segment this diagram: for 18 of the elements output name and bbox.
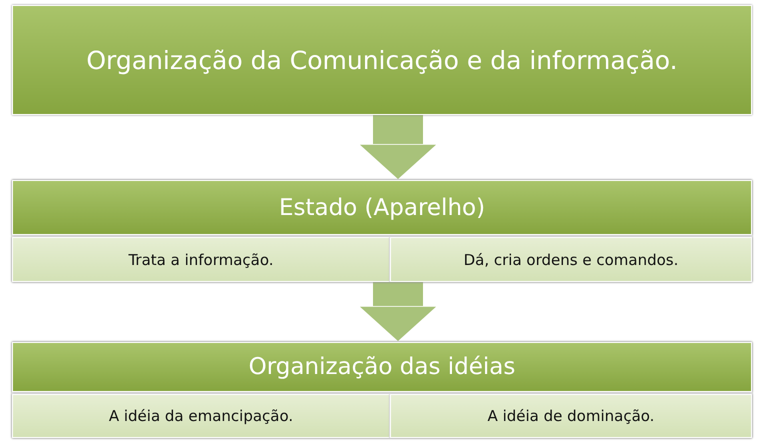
node-label: A idéia de dominação. [488, 407, 654, 425]
section-block [12, 342, 752, 438]
node-label: Dá, cria ordens e comandos. [464, 250, 678, 268]
section-block [12, 180, 752, 282]
block-arrow [357, 282, 439, 343]
block-arrow [357, 115, 439, 181]
content-box [390, 237, 752, 282]
header-band [12, 180, 752, 235]
node-label: Organização das idéias [248, 354, 516, 380]
node-label: Organização da Comunicação e da informação. [86, 46, 678, 74]
content-box [390, 394, 752, 438]
node-label: A idéia da emancipação. [108, 407, 294, 425]
node-label: Estado (Aparelho) [278, 194, 486, 220]
content-box [12, 237, 390, 282]
header-band [12, 342, 752, 392]
content-box [12, 394, 390, 438]
header-band [12, 5, 752, 115]
node-label: Trata a informação. [128, 250, 274, 268]
